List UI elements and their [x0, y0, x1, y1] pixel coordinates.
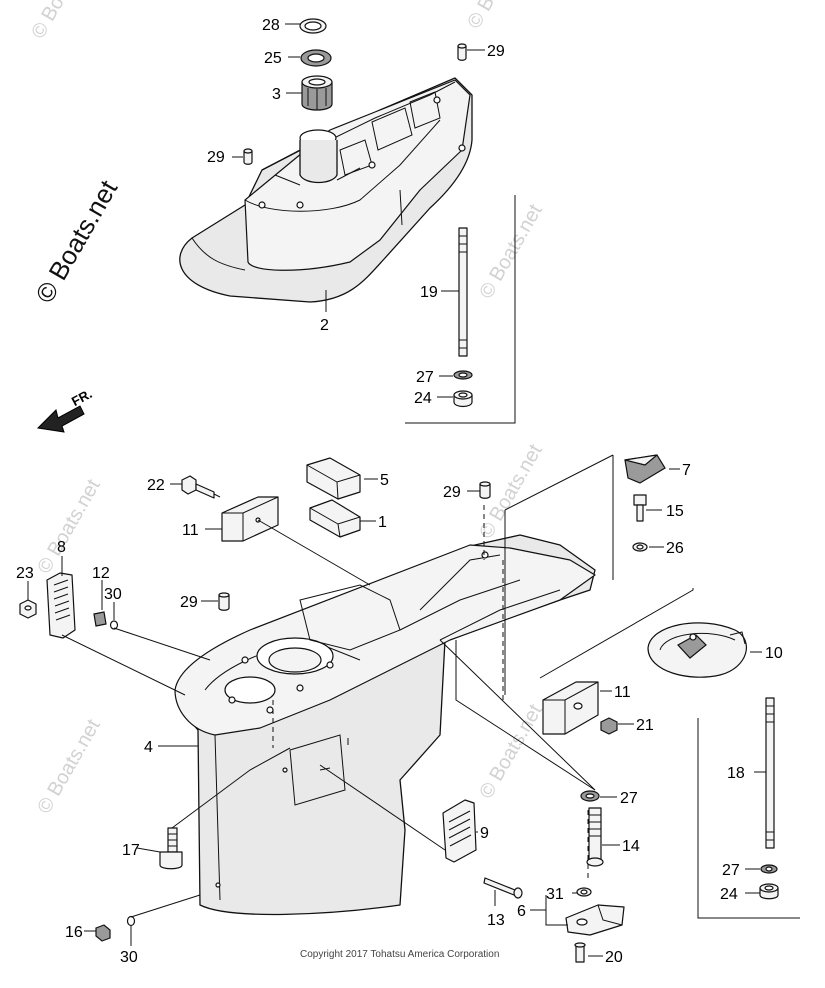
- callout-8: 8: [57, 539, 66, 556]
- callout-7: 7: [682, 462, 691, 479]
- callout-15: 15: [666, 503, 684, 520]
- rubber-pad-part-1: [309, 499, 361, 538]
- bolt-part-22: [181, 475, 215, 499]
- callout-29: 29: [487, 43, 505, 60]
- callout-30: 30: [120, 949, 138, 966]
- callout-26: 26: [666, 540, 684, 557]
- callout-16: 16: [65, 924, 83, 941]
- callout-10: 10: [765, 645, 783, 662]
- upper-casing-part-2: [179, 77, 473, 303]
- dowel-pin-part-29-lower-left: [218, 592, 230, 611]
- clip-part-7: [624, 454, 666, 484]
- plug-part-16: [95, 924, 111, 942]
- watermark-faint: © Boats.net: [27, 0, 99, 42]
- callout-21: 21: [636, 717, 654, 734]
- washer-part-27-lower: [760, 864, 778, 874]
- dowel-pin-part-29-upper-left: [243, 148, 253, 165]
- watermark-faint: © Boats.net: [33, 715, 105, 817]
- rubber-pad-part-5: [306, 457, 361, 500]
- bracket-line-upper: [405, 195, 516, 424]
- callout-27: 27: [722, 862, 740, 879]
- callout-17: 17: [122, 842, 140, 859]
- nut-part-24-lower: [759, 883, 779, 900]
- washer-part-26: [632, 542, 648, 552]
- callout-6: 6: [517, 903, 526, 920]
- snap-ring-part-28: [299, 18, 327, 34]
- callout-12: 12: [92, 565, 110, 582]
- rubber-mount-part-11-right: [542, 681, 599, 735]
- washer-part-30-lower: [126, 915, 136, 927]
- callout-5: 5: [380, 472, 389, 489]
- stud-bolt-part-19: [458, 227, 468, 357]
- watermark-faint: © Boats.net: [463, 0, 535, 33]
- nut-part-21: [600, 717, 618, 735]
- callout-20: 20: [605, 949, 623, 966]
- screw-part-20: [574, 942, 586, 963]
- bracket-line-right: [504, 454, 694, 695]
- callout-30: 30: [104, 586, 122, 603]
- callout-11: 11: [614, 684, 631, 701]
- rubber-mount-part-11-left: [221, 496, 279, 542]
- callout-23: 23: [16, 565, 34, 582]
- copyright-notice: Copyright 2017 Tohatsu America Corporati…: [300, 949, 499, 960]
- callout-27: 27: [620, 790, 638, 807]
- lower-gear-case-part-4: [174, 534, 596, 916]
- bolt-part-17: [159, 827, 183, 870]
- nut-part-24-upper: [453, 390, 473, 408]
- dowel-pin-part-29-upper-right: [457, 43, 467, 61]
- callout-29: 29: [180, 594, 198, 611]
- callout-11: 11: [182, 522, 199, 539]
- callout-18: 18: [727, 765, 745, 782]
- water-strainer-part-8: [46, 572, 76, 639]
- oil-seal-part-25: [300, 49, 332, 67]
- callout-31: 31: [546, 886, 564, 903]
- bracket-line-lower-right: [697, 718, 800, 919]
- bolt-part-14: [586, 807, 604, 867]
- water-strainer-part-9: [442, 799, 477, 863]
- anode-part-6: [565, 904, 625, 936]
- front-direction-label: FR.: [69, 386, 95, 409]
- callout-3: 3: [272, 86, 281, 103]
- dowel-pin-part-29-lower-right: [479, 481, 491, 499]
- callout-1: 1: [378, 514, 387, 531]
- stud-bolt-part-18: [765, 697, 775, 849]
- callout-29: 29: [207, 149, 225, 166]
- washer-part-27-middle: [580, 790, 600, 802]
- watermark-faint: © Boats.net: [33, 475, 105, 577]
- washer-part-30-upper: [109, 620, 119, 630]
- washer-part-31: [576, 887, 592, 897]
- callout-27: 27: [416, 369, 434, 386]
- callout-24: 24: [414, 390, 432, 407]
- callout-9: 9: [480, 825, 489, 842]
- screw-part-13: [483, 877, 523, 899]
- callout-13: 13: [487, 912, 505, 929]
- watermark-main: © Boats.net: [29, 174, 123, 308]
- callout-14: 14: [622, 838, 640, 855]
- trim-tab-part-10: [647, 622, 747, 678]
- washer-part-27-upper: [453, 370, 473, 380]
- callout-22: 22: [147, 477, 165, 494]
- bearing-part-3: [301, 75, 333, 111]
- plug-part-12: [93, 611, 107, 627]
- callout-25: 25: [264, 50, 282, 67]
- nut-part-23: [19, 599, 37, 619]
- callout-29: 29: [443, 484, 461, 501]
- callout-19: 19: [420, 284, 438, 301]
- callout-labels: 28 25 3 29 29 2 19 27 24 5 1 22 11 29 29…: [16, 17, 783, 966]
- callout-24: 24: [720, 886, 738, 903]
- callout-28: 28: [262, 17, 280, 34]
- callout-2: 2: [320, 317, 329, 334]
- callout-4: 4: [144, 739, 153, 756]
- leader-lines: [27, 23, 766, 957]
- watermark-faint: © Boats.net: [475, 200, 547, 302]
- screw-part-15: [633, 494, 647, 522]
- front-direction-arrow: FR.: [36, 386, 95, 433]
